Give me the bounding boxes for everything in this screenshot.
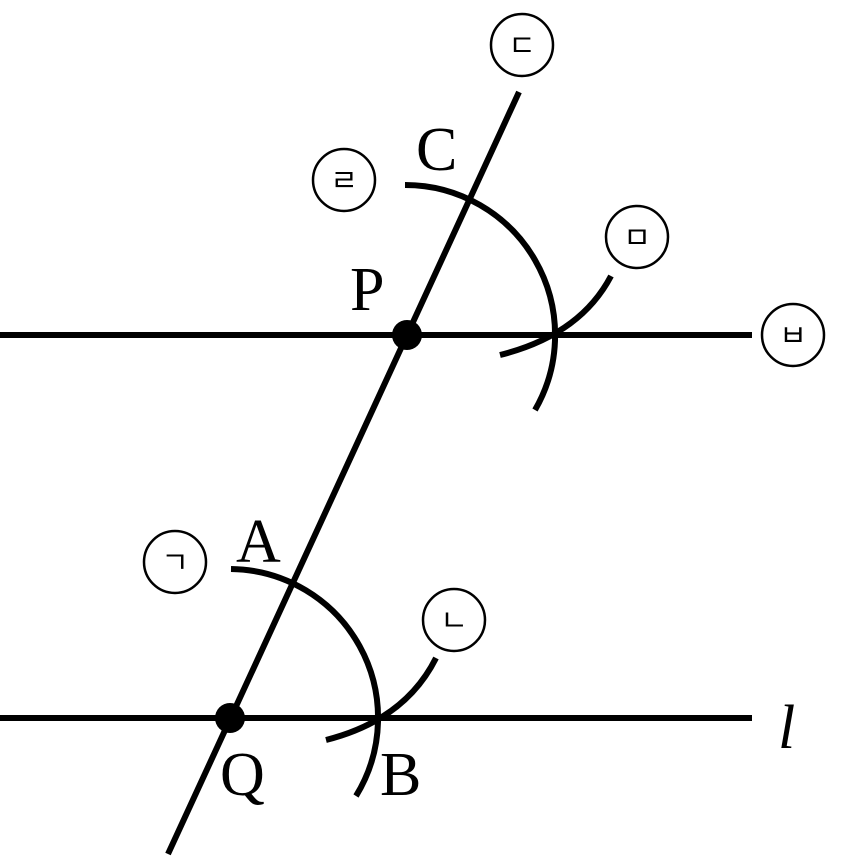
step-marker-text: ㅁ <box>623 221 651 256</box>
label-line-l: l <box>778 694 795 762</box>
step-marker-circle <box>760 302 826 368</box>
point-p <box>392 320 422 350</box>
step-marker-text: ㄹ <box>330 164 358 199</box>
step-marker-digeut: ㄷ <box>489 12 555 78</box>
step-marker-text: ㄱ <box>161 546 189 581</box>
label-b: B <box>380 741 421 809</box>
arc-at-b <box>325 656 439 743</box>
step-marker-rieul: ㄹ <box>311 147 377 213</box>
label-c: C <box>416 116 457 184</box>
step-marker-bieup: ㅂ <box>760 302 826 368</box>
step-marker-text: ㄴ <box>440 604 468 639</box>
label-q: Q <box>220 741 265 809</box>
label-p: P <box>350 256 384 324</box>
step-marker-circle <box>421 587 487 653</box>
step-marker-giyeok: ㄱ <box>142 529 208 595</box>
step-marker-circle <box>142 529 208 595</box>
step-marker-text: ㅂ <box>779 319 807 354</box>
step-marker-nieun: ㄴ <box>421 587 487 653</box>
step-marker-circle <box>604 204 670 270</box>
step-marker-circle <box>489 12 555 78</box>
arc-centered-q <box>230 566 382 798</box>
arc-at-parallel <box>499 274 614 358</box>
point-q <box>215 703 245 733</box>
step-marker-mieum: ㅁ <box>604 204 670 270</box>
step-marker-text: ㄷ <box>508 29 536 64</box>
arc-centered-p <box>404 182 559 412</box>
step-marker-circle <box>311 147 377 213</box>
label-a: A <box>236 508 281 576</box>
